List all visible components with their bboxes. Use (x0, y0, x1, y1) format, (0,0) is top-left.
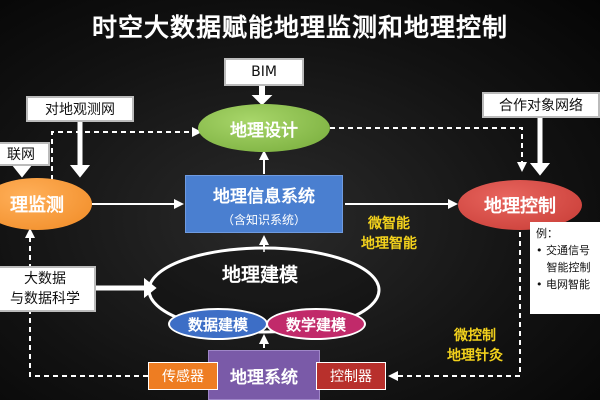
geo-system-label: 地理系统 (230, 367, 298, 388)
iot-network-box: 联网 (0, 142, 50, 166)
example-heading: 例： (536, 227, 558, 240)
geo-system-node: 地理系统 (208, 350, 320, 400)
earth-observation-network-label: 对地观测网 (45, 102, 115, 118)
dashed-monitoring-to-design (51, 127, 202, 180)
gis-title: 地理信息系统 (213, 187, 315, 207)
big-data-line1: 大数据 (24, 271, 66, 287)
controller-node: 控制器 (316, 362, 386, 390)
micro-control-line2: 地理针灸 (447, 348, 503, 364)
example-item1-line2: 智能控制 (536, 259, 600, 276)
sensor-label: 传感器 (162, 369, 204, 385)
example-box: 例： • 交通信号 智能控制 • 电网智能 (530, 222, 600, 314)
big-data-line2: 与数据科学 (10, 291, 80, 307)
micro-control-label: 微控制 地理针灸 (434, 326, 516, 366)
earth-observation-network-box: 对地观测网 (26, 96, 134, 122)
example-item1-line1: • 交通信号 (536, 244, 590, 257)
micro-intelligence-line2: 地理智能 (361, 236, 417, 252)
gis-subtitle: （含知识系统） (221, 213, 306, 227)
dashed-sensor-to-monitoring (25, 228, 148, 377)
geo-control-label: 地理控制 (484, 196, 556, 217)
geo-design-label: 地理设计 (230, 120, 298, 141)
example-item1-line1-text: 交通信号 (546, 244, 590, 257)
math-modeling-label: 数学建模 (285, 315, 346, 334)
micro-intelligence-label: 微智能 地理智能 (348, 214, 430, 254)
data-modeling-node: 数据建模 (168, 308, 268, 340)
geo-monitoring-label: 理监测 (10, 195, 64, 216)
sensor-node: 传感器 (148, 362, 218, 390)
controller-label: 控制器 (330, 369, 372, 385)
example-item2-text: 电网智能 (546, 278, 590, 291)
math-modeling-node: 数学建模 (266, 308, 366, 340)
bim-box: BIM (224, 58, 304, 86)
geo-modeling-label: 地理建模 (222, 264, 299, 286)
partner-network-box: 合作对象网络 (482, 92, 600, 118)
example-item1-line2-text: 智能控制 (546, 261, 591, 274)
geo-design-node: 地理设计 (198, 104, 330, 152)
partner-network-label: 合作对象网络 (499, 98, 583, 114)
gis-node: 地理信息系统 （含知识系统） (185, 175, 343, 233)
micro-intelligence-line1: 微智能 (368, 216, 410, 232)
dashed-control-to-controller (388, 232, 521, 381)
big-data-box: 大数据 与数据科学 (0, 266, 96, 312)
iot-network-label: 联网 (7, 147, 35, 163)
geo-monitoring-node: 理监测 (0, 178, 92, 230)
micro-control-line1: 微控制 (454, 328, 496, 344)
example-item2: • 电网智能 (536, 278, 590, 291)
dashed-design-to-control (330, 127, 527, 172)
page-title: 时空大数据赋能地理监测和地理控制 (91, 13, 508, 42)
data-modeling-label: 数据建模 (187, 315, 248, 334)
bim-label: BIM (251, 64, 277, 80)
geo-control-node: 地理控制 (458, 180, 582, 230)
